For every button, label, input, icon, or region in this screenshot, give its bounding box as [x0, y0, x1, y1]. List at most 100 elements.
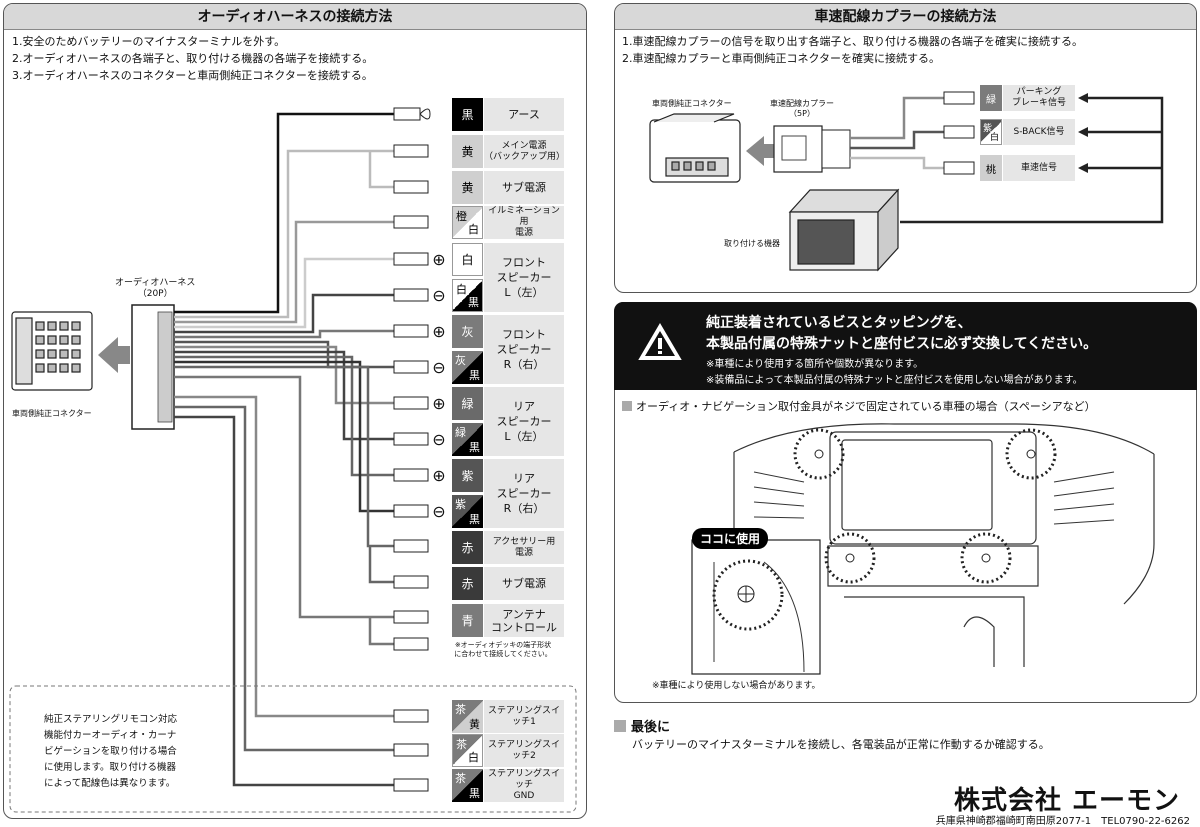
- speed-steps: 1.車速配線カプラーの信号を取り出す各端子と、取り付ける機器の各端子を確実に接続…: [622, 33, 1083, 67]
- company-logo: 株式会社 エーモン: [953, 786, 1180, 816]
- minus-symbol: ⊖: [432, 430, 446, 449]
- antenna-note: ※オーディオデッキの端子形状 に合わせて接続してください。: [454, 641, 552, 658]
- wire-color-2: 黒: [469, 441, 480, 454]
- wire-row-steering-switch-1: 茶 黄 ステアリングスイッチ1: [452, 700, 564, 733]
- wire-color: 黄: [452, 171, 483, 204]
- wire-label: サブ電源: [484, 171, 564, 204]
- wire-row-steering-gnd: 茶 黒 ステアリングスイッチ GND: [452, 769, 564, 802]
- minus-symbol: ⊖: [432, 286, 446, 305]
- wire-color: 桃: [980, 155, 1002, 181]
- warning-line-1: 純正装着されているビスとタッピングを、: [706, 315, 972, 331]
- wire-color: 赤: [452, 531, 483, 564]
- speaker-label-rear-right: リア スピーカー R（右）: [484, 459, 564, 528]
- final-title-text: 最後に: [631, 720, 671, 735]
- wire-color: 白 黒: [452, 279, 483, 312]
- steering-note-box: [9, 685, 577, 813]
- plus-symbol: ⊕: [432, 250, 446, 269]
- wire-row-front-left-minus: 白 黒: [452, 279, 483, 312]
- audio-wiring-diagram: [9, 107, 577, 813]
- wire-row-sub-power-2: 赤 サブ電源: [452, 567, 564, 600]
- wire-color-2: 黒: [469, 513, 480, 526]
- speed-coupler-panel: 車速配線カプラーの接続方法: [614, 3, 1197, 293]
- audio-step-2: 2.オーディオハーネスの各端子と、取り付ける機器の各端子を接続する。: [12, 52, 374, 65]
- plus-symbol: ⊕: [432, 466, 446, 485]
- speed-step-1: 1.車速配線カプラーの信号を取り出す各端子と、取り付ける機器の各端子を確実に接続…: [622, 35, 1084, 48]
- wire-color-2: 白: [989, 133, 999, 143]
- wire-color-1: 紫: [983, 124, 993, 134]
- wire-label: パーキング ブレーキ信号: [1003, 85, 1075, 111]
- wire-row-front-left-plus: 白: [452, 243, 483, 276]
- wire-color: 緑: [452, 387, 483, 420]
- speed-coupler-label: 車速配線カプラー （5P）: [770, 99, 834, 118]
- wire-color: 茶 白: [452, 734, 483, 767]
- wire-label: ステアリングスイッチ GND: [484, 769, 564, 802]
- wire-label: アンテナ コントロール: [484, 604, 564, 637]
- wire-color: 茶 黄: [452, 700, 483, 733]
- wire-row-rear-left-minus: 緑 黒: [452, 423, 483, 456]
- wire-color-1: 茶: [455, 703, 466, 716]
- speaker-label-front-left: フロント スピーカー L（左）: [484, 243, 564, 312]
- plus-symbol: ⊕: [432, 322, 446, 341]
- case-title-text: オーディオ・ナビゲーション取付金具がネジで固定されている車種の場合（スペーシアな…: [636, 400, 1096, 413]
- speed-vehicle-connector-label: 車両側純正コネクター: [652, 99, 732, 108]
- speed-row-vehicle-speed: 桃 車速信号: [980, 155, 1075, 181]
- wire-row-rear-left-plus: 緑: [452, 387, 483, 420]
- wire-row-sub-power: 黄 サブ電源: [452, 171, 564, 204]
- wire-label: アース: [484, 98, 564, 131]
- wire-color: 青: [452, 604, 483, 637]
- wire-label: イルミネーション用 電源: [484, 206, 564, 239]
- wire-color-1: 紫: [455, 498, 466, 511]
- wire-color-2: 黒: [469, 787, 480, 800]
- wire-label: S-BACK信号: [1003, 119, 1075, 145]
- wire-color: 茶 黒: [452, 769, 483, 802]
- speaker-label-front-right: フロント スピーカー R（右）: [484, 315, 564, 384]
- square-bullet-icon: [622, 401, 632, 411]
- wire-label: メイン電源 （バックアップ用）: [484, 135, 565, 168]
- warning-note-2: ※装備品によって本製品付属の特殊ナットと座付ビスを使用しない場合があります。: [706, 375, 1083, 386]
- wire-color: 黄: [452, 135, 483, 168]
- connect-arrow: [98, 337, 130, 373]
- wire-color-1: 白: [456, 283, 467, 296]
- wire-row-accessory-power: 赤 アクセサリー用 電源: [452, 531, 564, 564]
- final-text: バッテリーのマイナスターミナルを接続し、各電装品が正常に作動するか確認する。: [632, 738, 1050, 751]
- wire-row-rear-right-plus: 紫: [452, 459, 483, 492]
- speed-step-2: 2.車速配線カプラーと車両側純正コネクターを確実に接続する。: [622, 52, 941, 65]
- wire-row-steering-switch-2: 茶 白 ステアリングスイッチ2: [452, 734, 564, 767]
- harness-label: オーディオハーネス （20P）: [115, 278, 196, 299]
- wire-label: アクセサリー用 電源: [484, 531, 564, 564]
- wire-color: 赤: [452, 567, 483, 600]
- speed-row-sback: 紫 白 S-BACK信号: [980, 119, 1075, 145]
- wire-color-2: 黒: [469, 369, 480, 382]
- vehicle-connector-label: 車両側純正コネクター: [12, 409, 92, 418]
- wire-color-2: 白: [468, 223, 479, 236]
- wire-color: 橙 白: [452, 206, 483, 239]
- wire-color: 緑: [980, 85, 1002, 111]
- vehicle-connector-graphic: [11, 311, 93, 391]
- minus-symbol: ⊖: [432, 358, 446, 377]
- audio-step-1: 1.安全のためバッテリーのマイナスターミナルを外す。: [12, 35, 286, 48]
- dashboard-illustration: [691, 423, 1155, 675]
- wire-row-illumination: 橙 白 イルミネーション用 電源: [452, 206, 564, 239]
- wire-label: 車速信号: [1003, 155, 1075, 181]
- final-title: 最後に: [614, 716, 670, 735]
- wire-color: 紫 白: [980, 119, 1002, 145]
- wire-color: 灰 黒: [452, 351, 483, 384]
- wire-color-1: 橙: [456, 210, 467, 223]
- speed-row-parking: 緑 パーキング ブレーキ信号: [980, 85, 1075, 111]
- wire-color: 白: [452, 243, 483, 276]
- audio-steps: 1.安全のためバッテリーのマイナスターミナルを外す。 2.オーディオハーネスの各…: [12, 33, 373, 84]
- wire-color-1: 灰: [455, 354, 466, 367]
- callout-label: ココに使用: [692, 528, 769, 549]
- steering-note: 純正ステアリングリモコン対応 機能付カーオーディオ・カーナ ビゲーションを取り付…: [44, 714, 178, 789]
- speed-coupler-title: 車速配線カプラーの接続方法: [615, 4, 1196, 30]
- warning-triangle-icon: [638, 323, 682, 360]
- warning-footnote: ※車種により使用しない場合があります。: [652, 681, 821, 691]
- wire-row-front-right-plus: 灰: [452, 315, 483, 348]
- wire-label: ステアリングスイッチ1: [484, 700, 564, 733]
- warning-note-1: ※車種により使用する箇所や個数が異なります。: [706, 359, 924, 370]
- wire-color: 灰: [452, 315, 483, 348]
- wire-color-2: 白: [468, 751, 479, 764]
- warning-line-2: 本製品付属の特殊ナットと座付ビスに必ず交換してください。: [706, 336, 1098, 352]
- speaker-label-rear-left: リア スピーカー L（左）: [484, 387, 564, 456]
- minus-symbol: ⊖: [432, 502, 446, 521]
